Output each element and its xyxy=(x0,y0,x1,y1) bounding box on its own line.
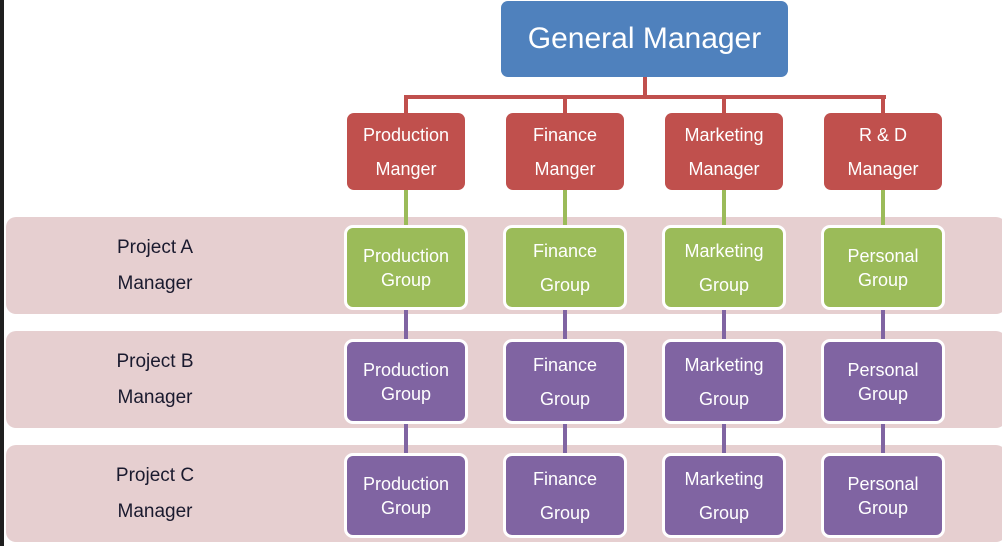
general-manager-node[interactable]: General Manager xyxy=(501,1,788,77)
node-label-line2: Group xyxy=(380,383,432,404)
project-a-marketing-group[interactable]: Marketing Group xyxy=(662,225,786,310)
node-label-line1: Production xyxy=(362,473,450,494)
project-c-title: Project C xyxy=(115,464,195,486)
project-c-production-group[interactable]: Production Group xyxy=(344,453,468,538)
node-label-line2: Group xyxy=(857,269,909,290)
connector-purple-ab-2 xyxy=(563,308,567,341)
node-label-line1: R & D xyxy=(858,124,907,145)
node-label-line2: Group xyxy=(539,274,591,295)
node-label-line1: Finance xyxy=(532,354,598,375)
rd-manager-node[interactable]: R & D Manager xyxy=(824,113,942,190)
connector-rd-manager xyxy=(881,95,885,113)
project-c-personal-group[interactable]: Personal Group xyxy=(821,453,945,538)
node-label-line1: Production xyxy=(362,124,450,145)
project-c-role: Manager xyxy=(117,500,193,522)
gm-connector xyxy=(643,77,647,98)
node-label-line2: Group xyxy=(539,502,591,523)
project-c-finance-group[interactable]: Finance Group xyxy=(503,453,627,538)
connector-purple-ab-1 xyxy=(404,308,408,341)
connector-purple-bc-3 xyxy=(722,422,726,454)
general-manager-label: General Manager xyxy=(527,22,762,55)
connector-purple-bc-2 xyxy=(563,422,567,454)
node-label-line2: Group xyxy=(857,497,909,518)
node-label-line2: Group xyxy=(698,502,750,523)
project-a-manager-label: Project A Manager xyxy=(60,217,250,314)
node-label-line2: Group xyxy=(698,388,750,409)
node-label-line2: Manger xyxy=(375,158,437,179)
node-label-line1: Personal xyxy=(847,359,919,380)
node-label-line1: Finance xyxy=(532,124,598,145)
project-a-production-group[interactable]: Production Group xyxy=(344,225,468,310)
project-a-personal-group[interactable]: Personal Group xyxy=(821,225,945,310)
connector-purple-ab-4 xyxy=(881,308,885,341)
node-label-line1: Personal xyxy=(847,473,919,494)
project-b-production-group[interactable]: Production Group xyxy=(344,339,468,424)
connector-green-2 xyxy=(563,190,567,226)
node-label-line2: Manager xyxy=(847,158,919,179)
connector-purple-ab-3 xyxy=(722,308,726,341)
node-label-line1: Marketing xyxy=(684,468,764,489)
production-manager-node[interactable]: Production Manger xyxy=(347,113,465,190)
node-label-line1: Personal xyxy=(847,245,919,266)
project-c-manager-label: Project C Manager xyxy=(60,445,250,542)
project-a-role: Manager xyxy=(117,272,193,294)
connector-purple-bc-1 xyxy=(404,422,408,454)
node-label-line2: Group xyxy=(539,388,591,409)
connector-green-3 xyxy=(722,190,726,226)
project-a-finance-group[interactable]: Finance Group xyxy=(503,225,627,310)
node-label-line2: Group xyxy=(380,497,432,518)
node-label-line2: Group xyxy=(857,383,909,404)
connector-finance-manager xyxy=(563,95,567,113)
node-label-line1: Production xyxy=(362,245,450,266)
connector-marketing-manager xyxy=(722,95,726,113)
project-b-marketing-group[interactable]: Marketing Group xyxy=(662,339,786,424)
project-b-manager-label: Project B Manager xyxy=(60,331,250,428)
marketing-manager-node[interactable]: Marketing Manager xyxy=(665,113,783,190)
project-b-role: Manager xyxy=(117,386,193,408)
node-label-line1: Marketing xyxy=(684,124,764,145)
node-label-line1: Production xyxy=(362,359,450,380)
window-edge xyxy=(0,0,4,546)
connector-green-4 xyxy=(881,190,885,226)
node-label-line2: Manger xyxy=(534,158,596,179)
node-label-line1: Marketing xyxy=(684,354,764,375)
connector-production-manager xyxy=(404,95,408,113)
project-b-title: Project B xyxy=(116,350,194,372)
project-c-marketing-group[interactable]: Marketing Group xyxy=(662,453,786,538)
node-label-line2: Group xyxy=(698,274,750,295)
project-a-title: Project A xyxy=(116,236,194,258)
node-label-line2: Group xyxy=(380,269,432,290)
node-label-line2: Manager xyxy=(688,158,760,179)
node-label-line1: Finance xyxy=(532,468,598,489)
project-b-personal-group[interactable]: Personal Group xyxy=(821,339,945,424)
node-label-line1: Marketing xyxy=(684,240,764,261)
manager-bus-connector xyxy=(404,95,886,99)
finance-manager-node[interactable]: Finance Manger xyxy=(506,113,624,190)
connector-purple-bc-4 xyxy=(881,422,885,454)
connector-green-1 xyxy=(404,190,408,226)
node-label-line1: Finance xyxy=(532,240,598,261)
project-b-finance-group[interactable]: Finance Group xyxy=(503,339,627,424)
